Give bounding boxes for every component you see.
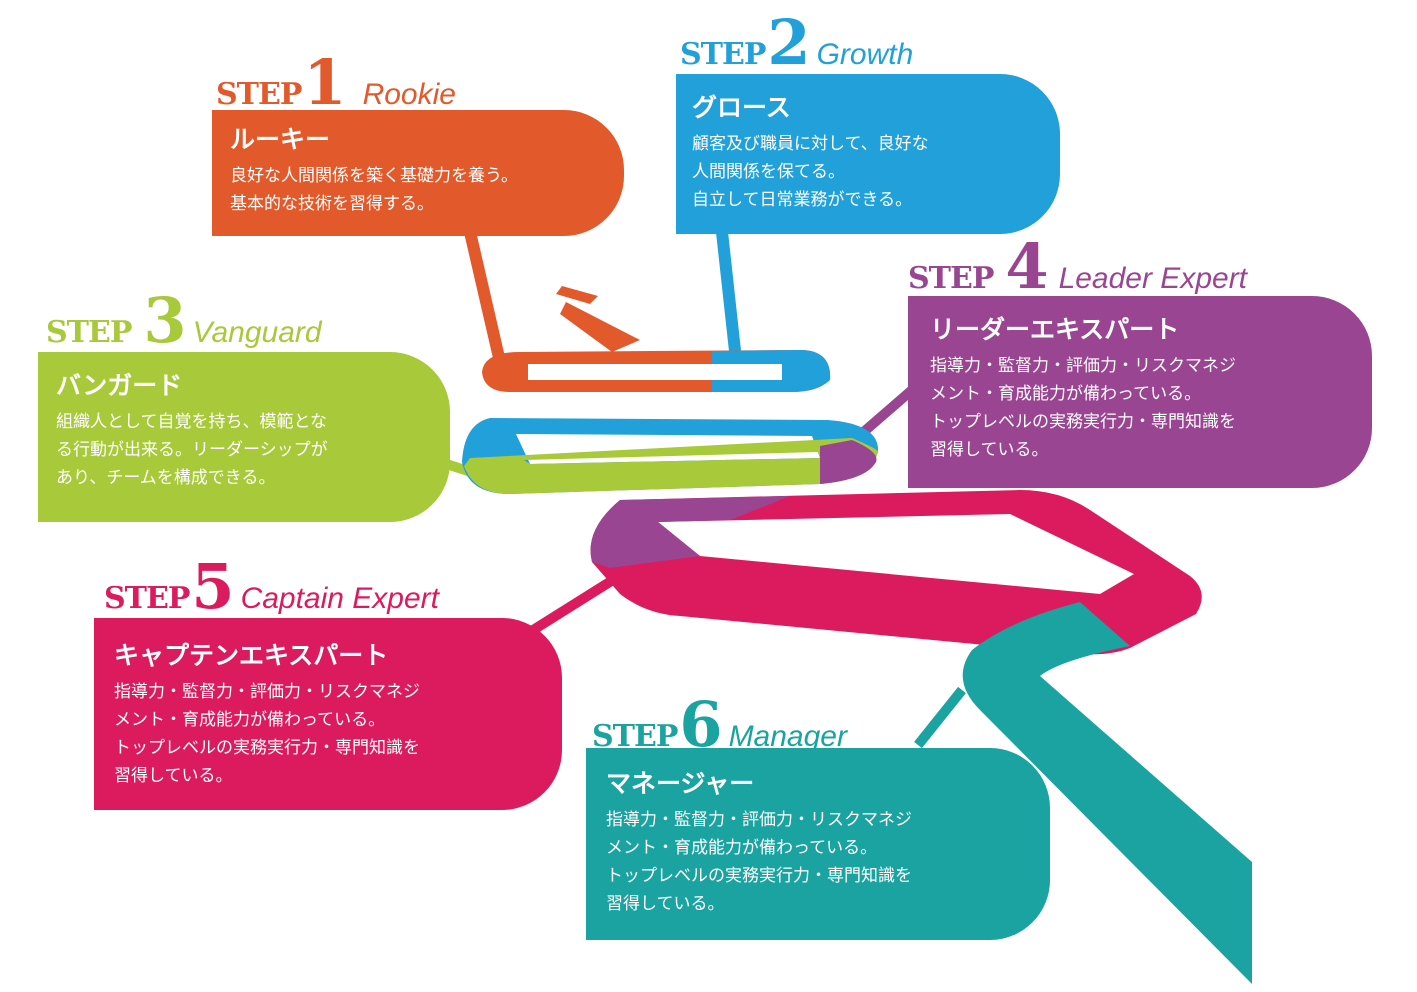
step4-line: メント・育成能力が備わっている。 — [930, 384, 1202, 404]
step6-step-word: STEP — [592, 719, 678, 754]
step2-step-word: STEP — [680, 37, 766, 72]
step4-line: トップレベルの実務実行力・専門知識を — [930, 412, 1236, 432]
step6-body: 指導力・監督力・評価力・リスクマネジ メント・育成能力が備わっている。 トップレ… — [606, 806, 1050, 918]
step2-number: 2 — [767, 6, 810, 79]
step6-card: マネージャー 指導力・監督力・評価力・リスクマネジ メント・育成能力が備わってい… — [586, 748, 1050, 940]
connector-step5 — [527, 573, 619, 637]
step1-body: 良好な人間関係を築く基礎力を養う。 基本的な技術を習得する。 — [230, 162, 624, 218]
step3-number: 3 — [143, 284, 186, 357]
step6-english: Manager — [728, 720, 847, 753]
step3-english: Vanguard — [192, 316, 322, 349]
path-hook-step1b — [560, 302, 640, 352]
connector-step6 — [914, 686, 966, 749]
step5-card: キャプテンエキスパート 指導力・監督力・評価力・リスクマネジ メント・育成能力が… — [94, 618, 562, 810]
step5-step-word: STEP — [104, 581, 190, 616]
step5-line: 指導力・監督力・評価力・リスクマネジ — [114, 682, 420, 702]
step5-line: 習得している。 — [114, 766, 233, 786]
path-tier3-purple — [590, 496, 790, 568]
step6-line: 習得している。 — [606, 894, 725, 914]
step3-body: 組織人として自覚を持ち、模範とな る行動が出来る。リーダーシップが あり、チーム… — [56, 408, 450, 492]
step5-title: キャプテンエキスパート — [114, 641, 389, 670]
step1-title: ルーキー — [230, 125, 331, 154]
step2-card: グロース 顧客及び職員に対して、良好な 人間関係を保てる。 自立して日常業務がで… — [676, 74, 1060, 234]
step1-line: 良好な人間関係を築く基礎力を養う。 — [230, 166, 518, 186]
step1-number: 1 — [303, 46, 346, 119]
step4-line: 習得している。 — [930, 440, 1049, 460]
step3-line: あり、チームを構成できる。 — [56, 468, 276, 488]
connector-step1 — [464, 230, 506, 364]
step3-line: 組織人として自覚を持ち、模範とな — [56, 412, 327, 432]
step4-english: Leader Expert — [1058, 262, 1248, 295]
step6-title: マネージャー — [606, 769, 755, 798]
step3-title: バンガード — [56, 371, 183, 400]
path-tier2-green — [464, 438, 879, 494]
step1-english: Rookie — [362, 78, 456, 111]
step1-line: 基本的な技術を習得する。 — [230, 194, 434, 214]
step1-card: ルーキー 良好な人間関係を築く基礎力を養う。 基本的な技術を習得する。 — [212, 110, 624, 236]
step5-line: メント・育成能力が備わっている。 — [114, 710, 386, 730]
step4-number: 4 — [1005, 230, 1048, 303]
step2-body: 顧客及び職員に対して、良好な 人間関係を保てる。 自立して日常業務ができる。 — [692, 130, 1060, 214]
step3-step-word: STEP — [46, 315, 132, 350]
step6-line: トップレベルの実務実行力・専門知識を — [606, 866, 912, 886]
connector-step2 — [716, 231, 742, 361]
step2-line: 顧客及び職員に対して、良好な — [692, 134, 929, 154]
step2-title: グロース — [692, 93, 791, 122]
step5-number: 5 — [191, 550, 234, 623]
step3-card: バンガード 組織人として自覚を持ち、模範とな る行動が出来る。リーダーシップが … — [38, 352, 450, 522]
step4-body: 指導力・監督力・評価力・リスクマネジ メント・育成能力が備わっている。 トップレ… — [930, 352, 1372, 464]
step4-step-word: STEP — [908, 261, 994, 296]
step6-line: メント・育成能力が備わっている。 — [606, 838, 878, 858]
step5-english: Captain Expert — [240, 582, 440, 615]
step2-line: 自立して日常業務ができる。 — [692, 190, 913, 210]
step6-number: 6 — [679, 688, 722, 761]
step2-english: Growth — [816, 38, 914, 71]
step5-line: トップレベルの実務実行力・専門知識を — [114, 738, 420, 758]
step6-line: 指導力・監督力・評価力・リスクマネジ — [606, 810, 912, 830]
path-tier1-blue — [712, 350, 831, 392]
step1-step-word: STEP — [216, 77, 302, 112]
step4-card: リーダーエキスパート 指導力・監督力・評価力・リスクマネジ メント・育成能力が備… — [908, 296, 1372, 488]
path-tier2-purple — [820, 440, 877, 484]
step3-line: る行動が出来る。リーダーシップが — [56, 440, 328, 460]
step5-body: 指導力・監督力・評価力・リスクマネジ メント・育成能力が備わっている。 トップレ… — [114, 678, 562, 790]
path-hook-step1 — [556, 286, 598, 304]
step4-line: 指導力・監督力・評価力・リスクマネジ — [930, 356, 1236, 376]
step4-title: リーダーエキスパート — [930, 315, 1180, 344]
step2-line: 人間関係を保てる。 — [692, 162, 845, 182]
path-tier4 — [962, 602, 1252, 984]
